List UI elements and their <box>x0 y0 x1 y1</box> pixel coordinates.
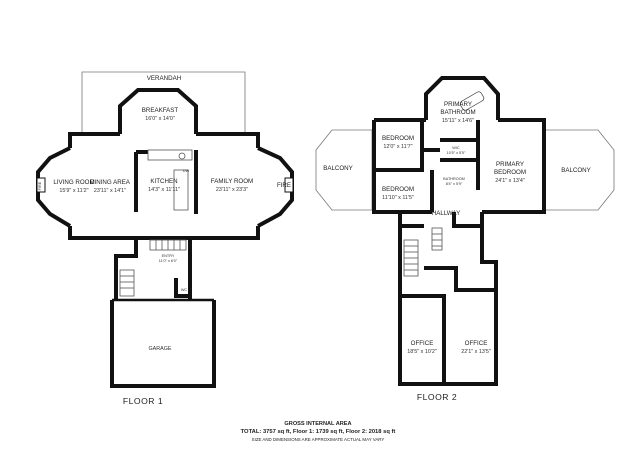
breakfast-dims: 16'0" x 14'0" <box>145 116 175 122</box>
office-1-dims: 18'5" x 10'2" <box>407 349 437 355</box>
sink-icon <box>178 152 186 160</box>
wc-wall <box>174 278 190 298</box>
disclaimer-text: SIZE AND DIMENSIONS ARE APPROXIMATE ACTU… <box>252 437 385 442</box>
entry-west-wall <box>114 238 138 300</box>
garage-wall <box>110 300 216 388</box>
hallway-west-wall <box>398 212 424 228</box>
lower-east-wall <box>480 226 498 290</box>
floor2-east-wall <box>482 118 546 214</box>
verandah-label: VERANDAH <box>147 75 181 82</box>
breakfast-label: BREAKFAST <box>142 107 179 114</box>
gross-area-title: GROSS INTERNAL AREA <box>284 421 351 427</box>
fire-left-label: FIRE <box>38 181 42 190</box>
primary-bathroom-dims: 15'11" x 14'6" <box>442 118 474 124</box>
primary-bedroom-label-2: BEDROOM <box>494 169 526 176</box>
living-room-label: LIVING ROOM <box>53 179 94 186</box>
kitchen-counter <box>147 149 193 161</box>
family-room-dims: 23'11" x 23'3" <box>216 187 248 193</box>
bedroom-2-label: BEDROOM <box>382 186 414 193</box>
primary-bathroom-bay-wall <box>424 76 500 120</box>
bedroom-2-dims: 11'10" x 11'5" <box>382 195 414 201</box>
gross-area-total: TOTAL: 3757 sq ft, Floor 1: 1739 sq ft, … <box>241 429 396 435</box>
kitchen-island <box>173 169 189 211</box>
bedroom-1-dims: 12'0" x 11'7" <box>383 144 412 150</box>
floor-2-title: FLOOR 2 <box>417 392 457 402</box>
fireplace-right-icon <box>284 177 294 193</box>
fireplace-left-icon <box>36 177 46 193</box>
garage-label: GARAGE <box>148 346 171 352</box>
floor-1-title: FLOOR 1 <box>123 396 163 406</box>
floor-2 <box>315 76 615 386</box>
family-room-label: FAMILY ROOM <box>211 178 253 185</box>
floor1-bottom-wall <box>68 226 260 240</box>
floor1-top-left-wall <box>68 132 120 148</box>
wic-dims: 10'5" x 5'5" <box>447 151 466 155</box>
office-1-label: OFFICE <box>411 340 434 347</box>
bedroom-1-label: BEDROOM <box>382 135 414 142</box>
verandah-outline <box>81 71 246 134</box>
bathroom-dims: 8'4" x 5'9" <box>446 182 463 186</box>
fire-right-label: FIRE <box>277 182 291 189</box>
floor2-stairs-icon <box>403 227 443 277</box>
floor1-stairs-icon <box>119 239 187 297</box>
entry-label: ENTRY <box>162 254 175 258</box>
office-2-label: OFFICE <box>465 340 488 347</box>
kitchen-label: KITCHEN <box>150 178 177 185</box>
office-outer-wall <box>398 226 498 386</box>
bathtub-icon <box>459 91 485 111</box>
dw-label: DW <box>183 169 190 173</box>
floor-1 <box>36 71 294 388</box>
office2-north-wall <box>424 266 496 292</box>
breakfast-bay-wall <box>118 88 198 134</box>
wc-label: WC <box>181 288 188 292</box>
kitchen-dims: 14'3" x 11'11" <box>148 187 180 193</box>
dining-area-dims: 23'11" x 14'1" <box>94 188 126 194</box>
hallway-label: HALLWAY <box>432 210 460 217</box>
entry-dims: 11'0" x 6'0" <box>159 259 178 263</box>
primary-bedroom-label-1: PRIMARY <box>496 161 524 168</box>
dining-area-label: DINING AREA <box>90 179 131 186</box>
wic-label: WIC <box>452 146 460 150</box>
office-2-dims: 22'1" x 13'5" <box>461 349 491 355</box>
balcony-left-label: BALCONY <box>323 165 353 172</box>
primary-bathroom-label-2: BATHROOM <box>440 109 475 116</box>
bedroom-divider-wall <box>374 148 440 172</box>
office-divider-wall <box>400 294 446 384</box>
primary-bathroom-label-1: PRIMARY <box>444 101 472 108</box>
balcony-right-label: BALCONY <box>561 167 591 174</box>
primary-bedroom-dims: 24'1" x 13'4" <box>495 178 525 184</box>
hallway-east-wall <box>452 212 484 228</box>
living-room-dims: 15'9" x 11'2" <box>59 188 88 194</box>
bathroom-label: BATHROOM <box>443 177 465 181</box>
floor1-top-right-wall <box>196 132 260 148</box>
floor2-west-wall <box>372 120 432 214</box>
